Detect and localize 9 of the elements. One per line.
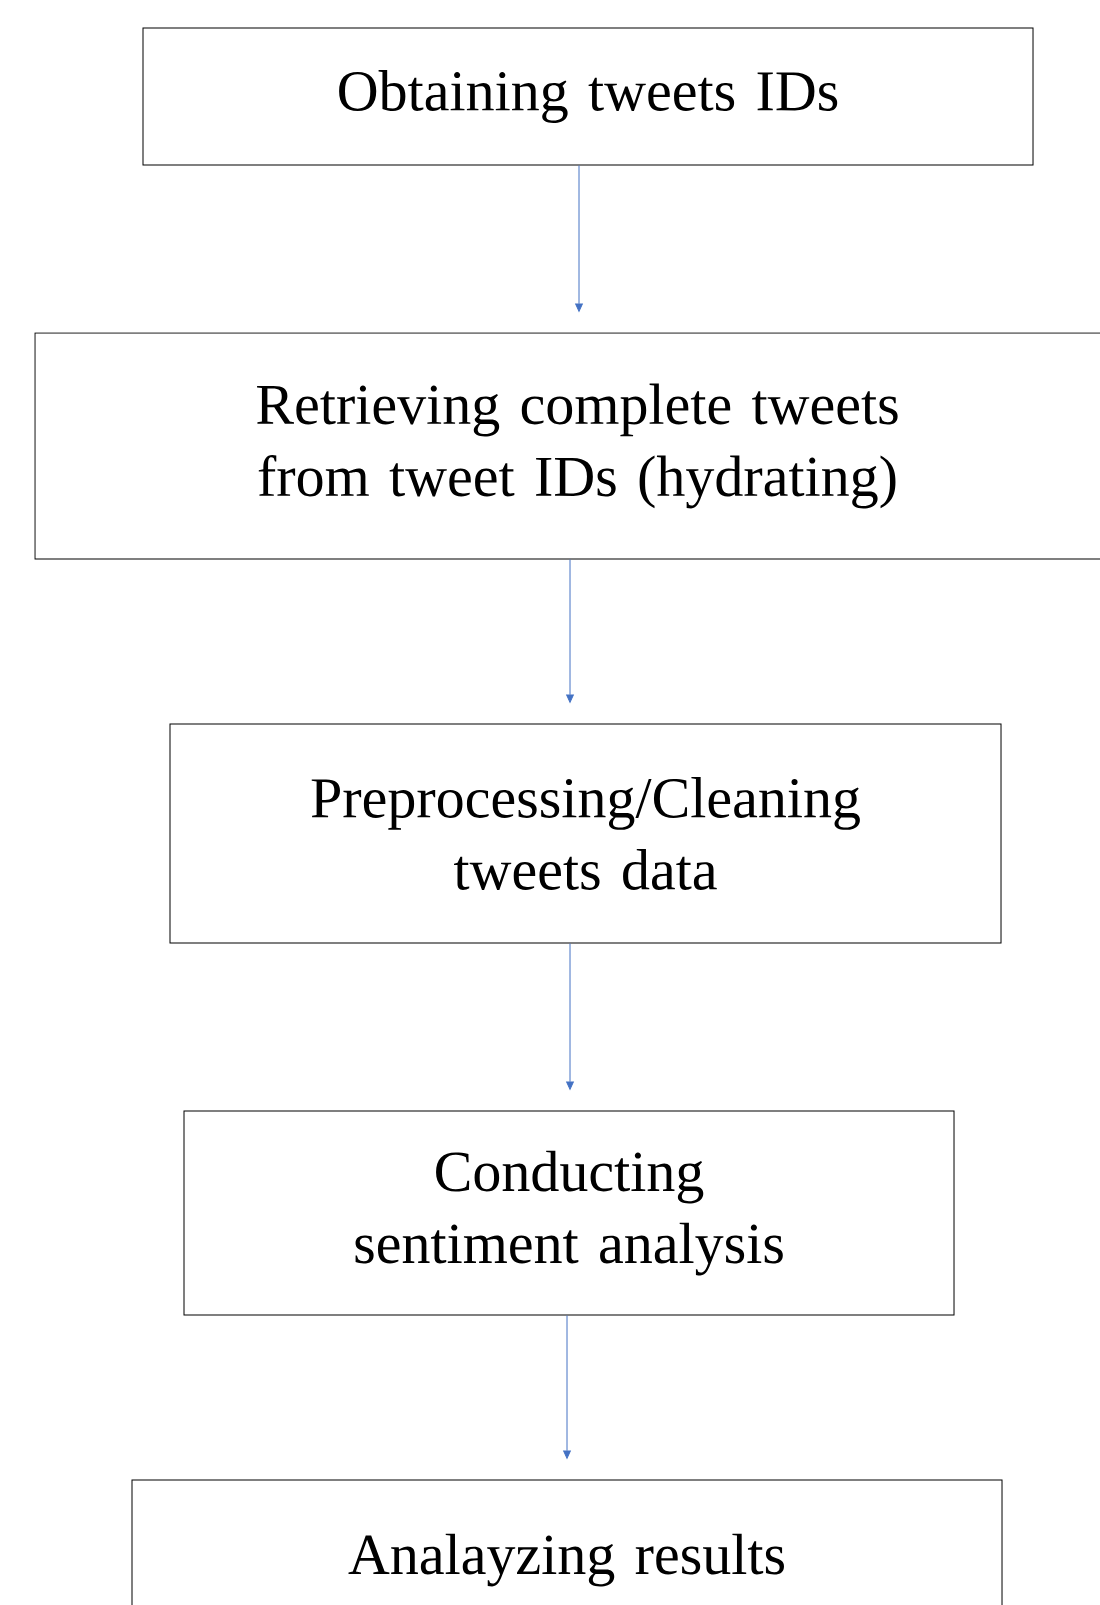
process-box: Conducting sentiment analysis — [183, 1110, 955, 1316]
process-box: Analayzing results — [131, 1479, 1003, 1605]
arrow — [575, 165, 583, 312]
arrow — [566, 943, 574, 1090]
process-box: Retrieving complete tweets from tweet IDs (hydrating) — [34, 332, 1100, 560]
arrow — [563, 1315, 571, 1459]
process-box: Obtaining tweets IDs — [142, 27, 1034, 166]
process-box: Preprocessing/Cleaning tweets data — [169, 723, 1002, 944]
arrow — [566, 559, 574, 703]
